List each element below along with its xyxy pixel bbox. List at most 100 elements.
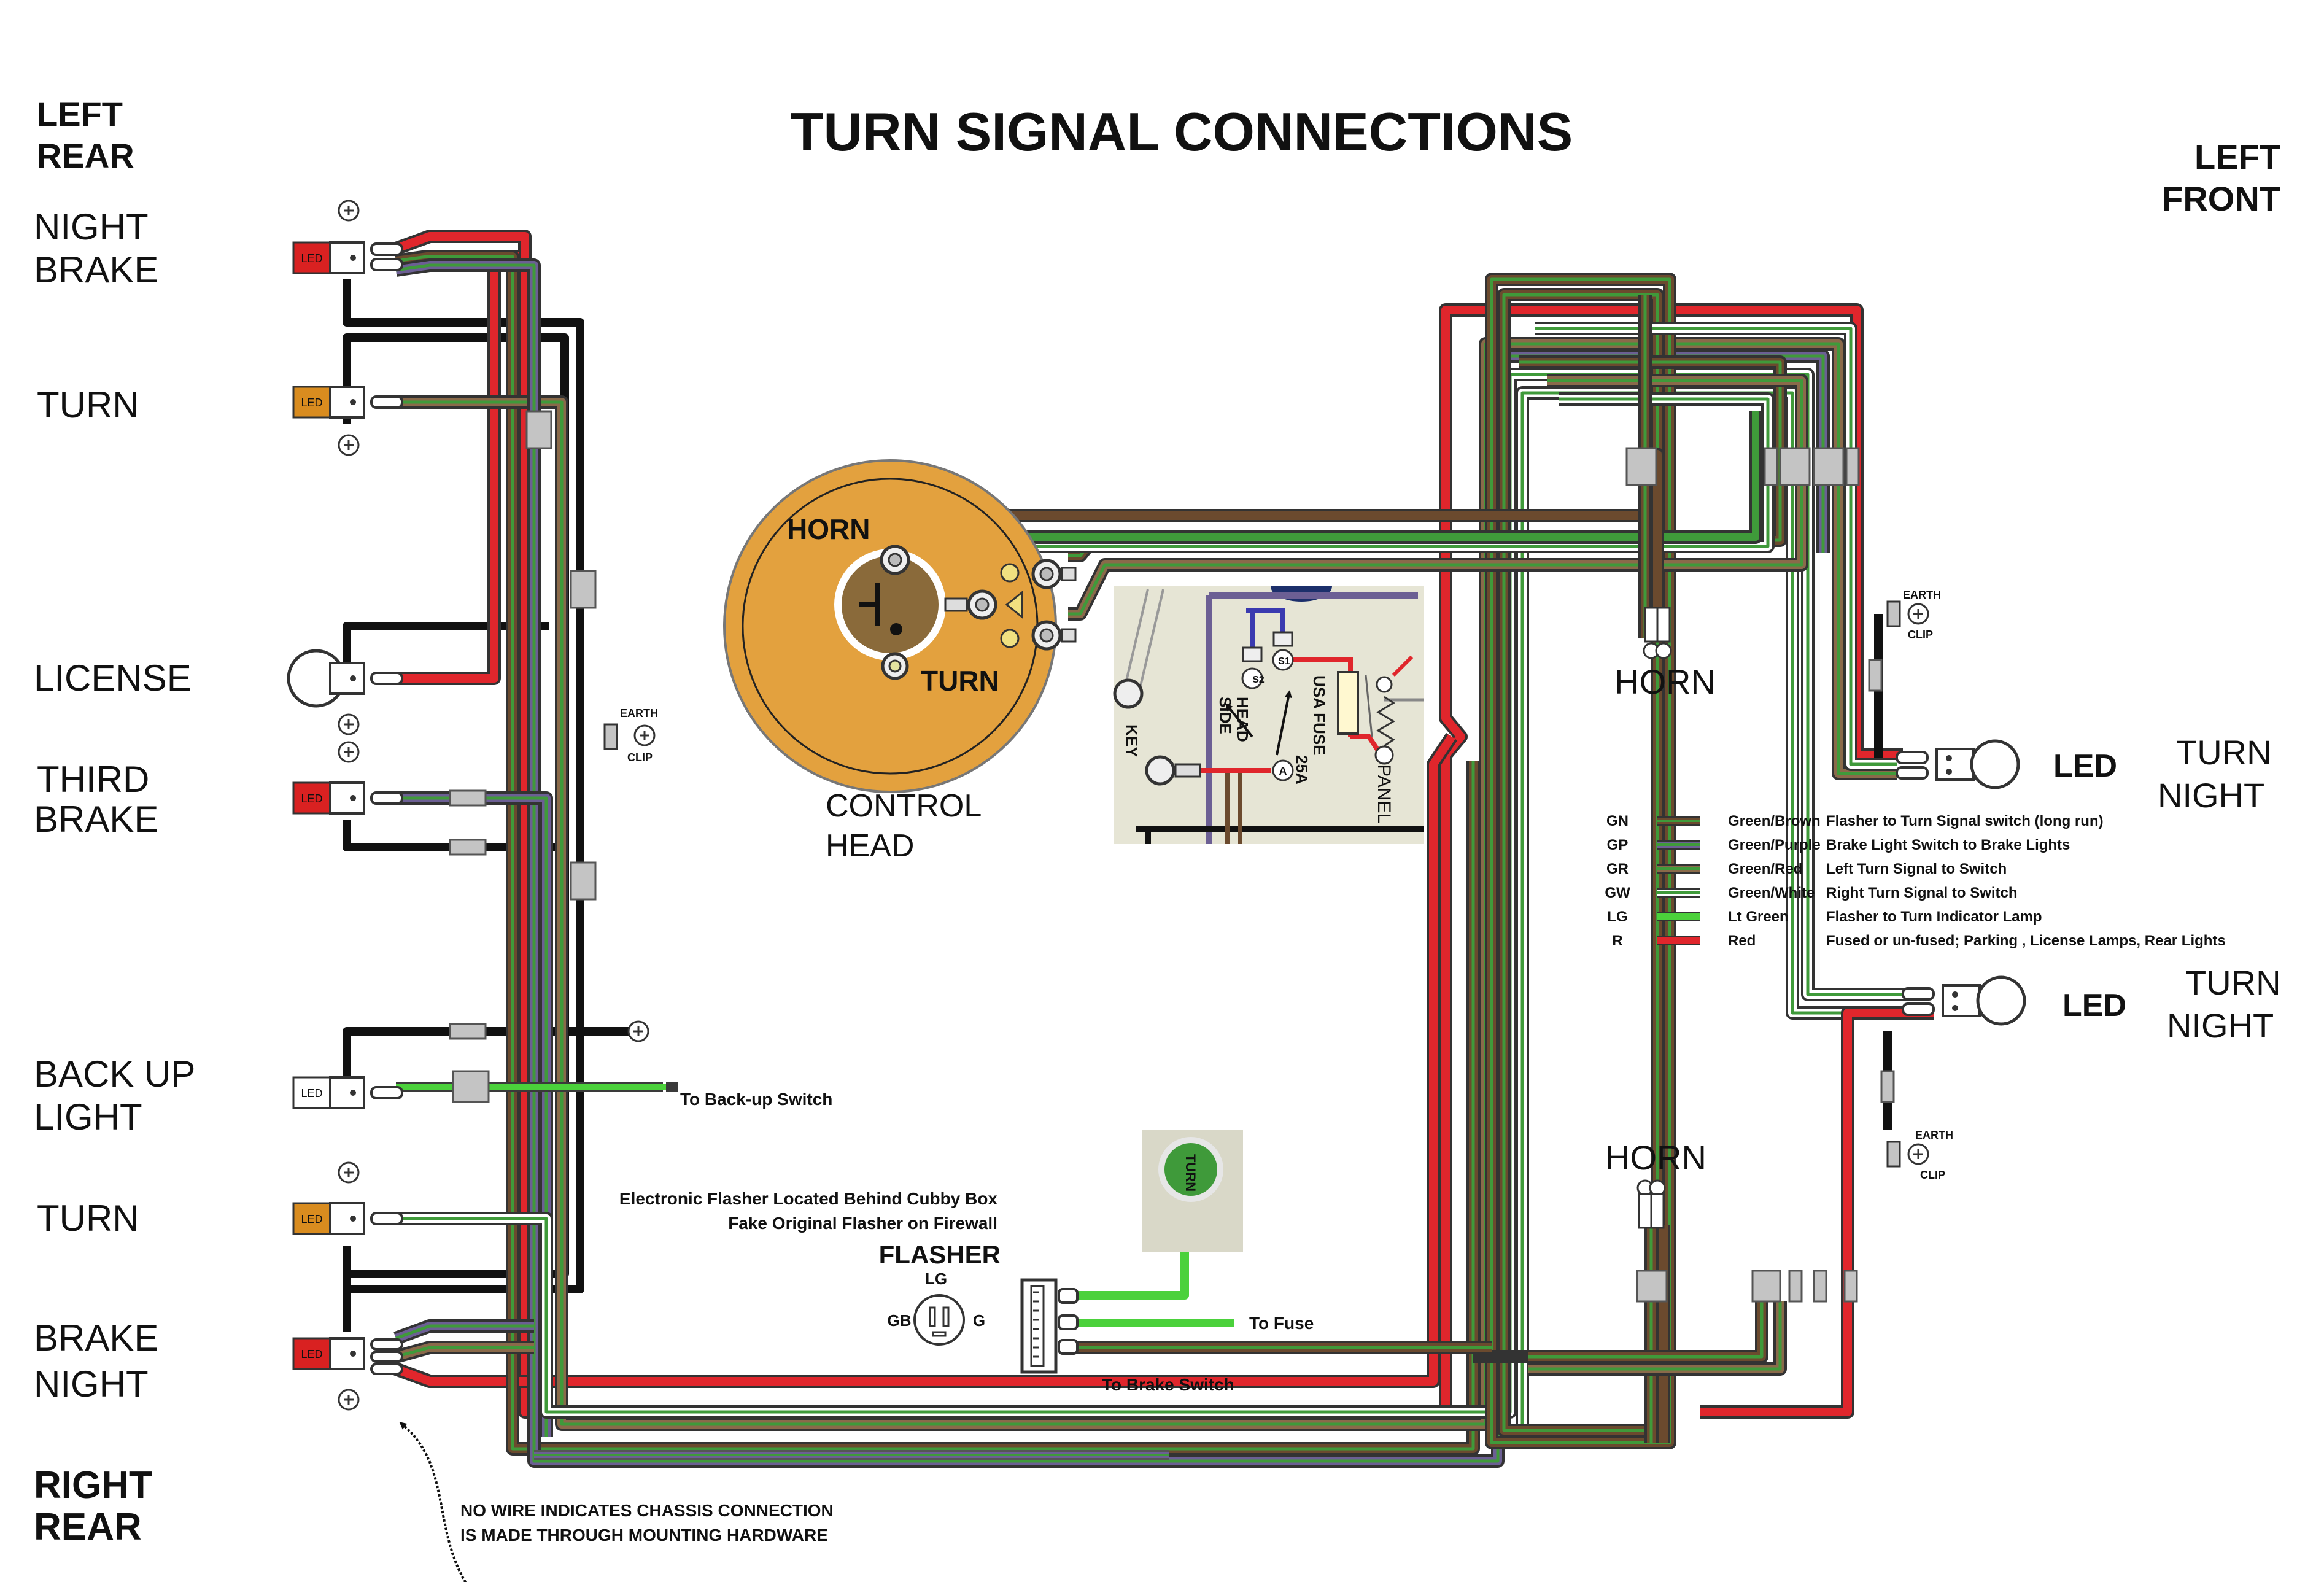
- panel-head-side-label-1: HEAD: [1233, 697, 1252, 742]
- corner-right-rear-2: REAR: [34, 1506, 142, 1548]
- flasher-title: FLASHER: [879, 1240, 1001, 1269]
- flasher-note-2: Fake Original Flasher on Firewall: [728, 1214, 997, 1233]
- flasher-to-fuse-label: To Fuse: [1249, 1314, 1314, 1333]
- flasher-pin-lg: LG: [925, 1270, 947, 1288]
- label-night-brake-1: NIGHT: [34, 206, 149, 247]
- lamp-badge: LED: [301, 1213, 322, 1225]
- connector-rear-3: [570, 861, 597, 901]
- label-front-horn-upper: HORN: [1614, 662, 1716, 701]
- connector-backup-2: [452, 1070, 490, 1103]
- lamp-turn-right: LED: [292, 1202, 403, 1235]
- lamp-backup: LED: [292, 1076, 403, 1109]
- chassis-note-arrow: [399, 1422, 467, 1582]
- labels: TURN SIGNAL CONNECTIONS LEFT REAR LEFT F…: [34, 95, 2281, 1582]
- legend-name: Green/Red: [1728, 861, 1802, 877]
- label-turn-lower: TURN: [37, 1198, 139, 1239]
- label-front-turn-night-lower-1: TURN: [2185, 963, 2281, 1002]
- panel-label: PANEL: [1374, 764, 1394, 823]
- legend-name: Green/Brown: [1728, 813, 1821, 829]
- earth-clip-label-1: EARTH: [1915, 1129, 1953, 1141]
- label-backup-1: BACK UP: [34, 1053, 195, 1095]
- connector-third-brake-2: [449, 839, 487, 856]
- lamp-license: [287, 649, 403, 708]
- label-front-led-lower: LED: [2063, 988, 2126, 1023]
- label-turn-upper: TURN: [37, 384, 139, 425]
- inline-connectors: [449, 410, 1895, 1303]
- connector-front-lower-3: [1813, 1270, 1827, 1303]
- earth-clip-rear: EARTH CLIP: [620, 707, 658, 764]
- legend-code: GP: [1607, 837, 1629, 853]
- control-head-label-2: HEAD: [826, 828, 914, 864]
- corner-left-front-1: LEFT: [2194, 138, 2280, 176]
- earth-clip-label-2: CLIP: [627, 751, 653, 764]
- connector-backup-1: [449, 1023, 487, 1040]
- connector-third-brake-1: [449, 789, 487, 807]
- label-license: LICENSE: [34, 657, 192, 699]
- lamp-badge: LED: [301, 793, 322, 805]
- rear-lamps: LED LED LED: [287, 200, 658, 1411]
- lamp-badge: LED: [301, 252, 322, 265]
- panel-s2-label: S2: [1252, 675, 1265, 685]
- earth-clip-label-1: EARTH: [620, 707, 658, 719]
- connector-front-earth-upper: [1868, 659, 1883, 692]
- control-head-horn-label: HORN: [787, 513, 870, 545]
- connector-front-lower-2: [1788, 1270, 1803, 1303]
- legend-description: Brake Light Switch to Brake Lights: [1826, 837, 2070, 853]
- label-third-brake-2: BRAKE: [34, 799, 158, 840]
- corner-right-rear-1: RIGHT: [34, 1464, 152, 1506]
- corner-left-rear-2: REAR: [37, 136, 134, 175]
- legend-code: GR: [1606, 861, 1629, 877]
- label-front-turn-night-upper-1: TURN: [2176, 733, 2272, 772]
- lamp-badge: LED: [301, 1348, 322, 1360]
- terminal-center: [944, 589, 1023, 620]
- turn-indicator-label: TURN: [1183, 1154, 1198, 1192]
- legend-description: Right Turn Signal to Switch: [1826, 885, 2018, 901]
- wire-harness: [343, 230, 1934, 1468]
- connector-front-2: [1779, 447, 1811, 486]
- lamp-badge: LED: [301, 1087, 322, 1099]
- connector-front-lower-4: [1843, 1270, 1858, 1303]
- flasher-pin-diagram: [913, 1294, 965, 1346]
- corner-left-front-2: FRONT: [2162, 179, 2280, 218]
- terminal-right-lower: [1031, 620, 1077, 651]
- lamp-night-brake: LED: [292, 241, 403, 274]
- label-front-turn-night-lower-2: NIGHT: [2167, 1006, 2274, 1045]
- connector-front-3: [1813, 447, 1845, 486]
- legend-name: Green/White: [1728, 885, 1815, 901]
- wire-green-brown: [395, 250, 1480, 1456]
- label-front-turn-night-upper-2: NIGHT: [2158, 776, 2264, 815]
- legend-description: Fused or un-fused; Parking , License Lam…: [1826, 933, 2226, 949]
- legend-row: GW Green/White Right Turn Signal to Switch: [1605, 885, 2017, 901]
- panel-inset: S2 S1 A KEY HEAD SIDE USA FUSE 25A PANEL: [1113, 586, 1424, 844]
- label-to-backup-switch: To Back-up Switch: [680, 1090, 832, 1109]
- connector-rear-2: [570, 570, 597, 609]
- corner-left-rear-1: LEFT: [37, 95, 123, 133]
- legend-code: GN: [1606, 813, 1629, 829]
- panel-a-label: A: [1279, 765, 1287, 777]
- earth-screw-icons: [338, 200, 656, 1411]
- legend-code: LG: [1607, 909, 1627, 925]
- legend-code: GW: [1605, 885, 1630, 901]
- label-brake-night-2: NIGHT: [34, 1363, 149, 1405]
- horn-lower: [1636, 1179, 1666, 1229]
- earth-clip-label-2: CLIP: [1908, 629, 1933, 641]
- control-head: HORN TURN CONTROL HEAD: [723, 459, 1077, 864]
- earth-clip-label-1: EARTH: [1903, 589, 1941, 601]
- lamp-turn-left: LED: [292, 386, 403, 419]
- legend-description: Flasher to Turn Indicator Lamp: [1826, 909, 2042, 925]
- panel-key-label: KEY: [1123, 724, 1141, 757]
- terminal-right-upper: [1031, 559, 1077, 589]
- flasher: TURN LG GB G Electronic Flasher Located …: [619, 1130, 1314, 1394]
- wire-black-rear-loop: [343, 279, 638, 1332]
- panel-s1-label: S1: [1278, 656, 1290, 667]
- lamp-front-right: [1902, 975, 2026, 1026]
- connector-front-horn-lower: [1636, 1270, 1668, 1303]
- control-head-label-1: CONTROL: [826, 788, 982, 824]
- lamp-brake-night: LED: [292, 1337, 403, 1375]
- label-front-led-upper: LED: [2053, 748, 2117, 784]
- flasher-to-brake-switch-label: To Brake Switch: [1102, 1375, 1234, 1394]
